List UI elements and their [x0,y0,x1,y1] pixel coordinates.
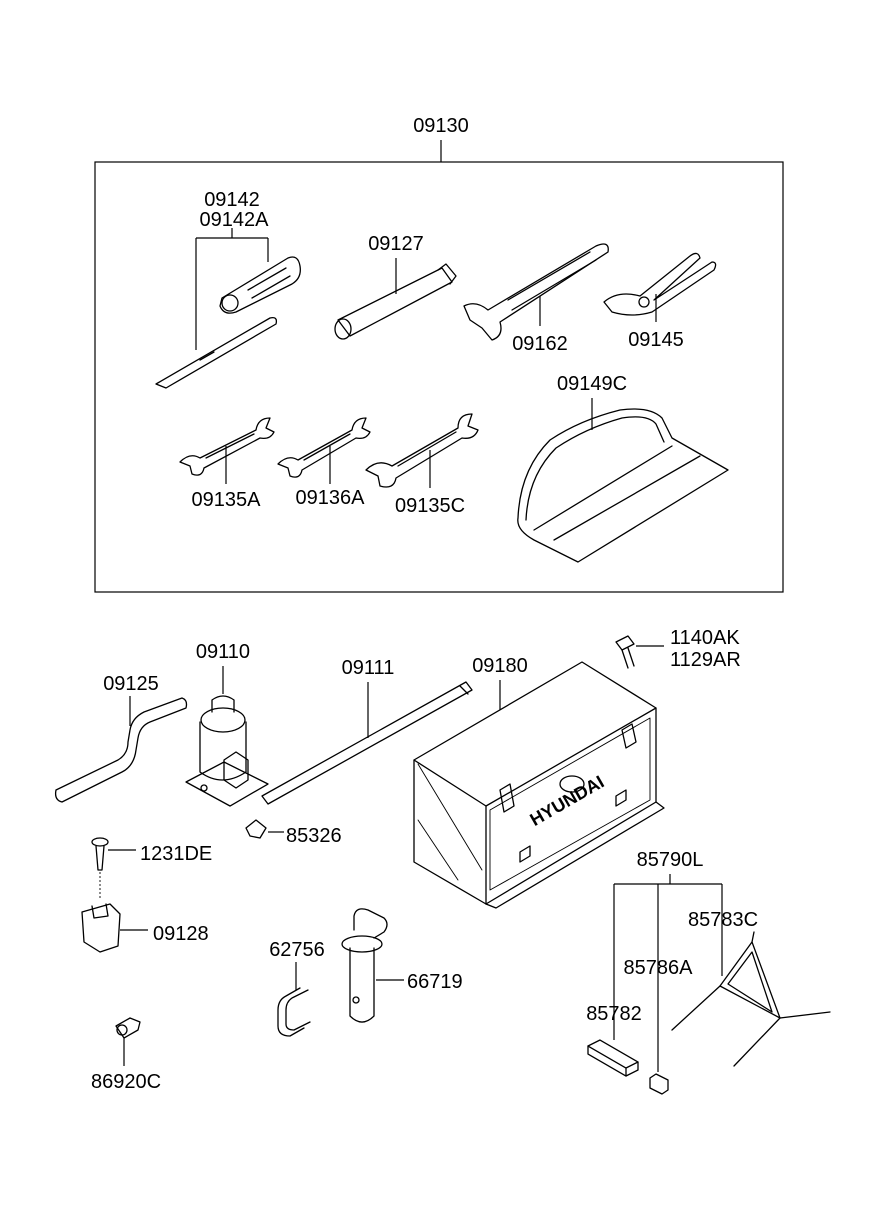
label-09180: 09180 [472,655,528,677]
label-09142: 09142 [204,189,260,211]
label-09111: 09111 [342,657,395,679]
bolt-1140AK-drawing [615,635,635,669]
bracket-09128-drawing [81,903,121,953]
label-1231DE: 1231DE [140,843,212,865]
label-1140AK: 1140AK [670,627,740,649]
clip-85326-drawing [245,819,267,839]
clip-86920C-drawing [115,1017,141,1039]
label-09136A: 09136A [296,487,366,509]
label-85790L: 85790L [637,849,704,871]
crank-handle-drawing [54,697,188,803]
leader-85790L [613,874,723,1072]
spanner-09135C-drawing [365,413,479,488]
lock-key-66719-drawing [341,908,388,1023]
brand-text: HYUNDAI [526,772,607,830]
label-09145: 09145 [628,329,684,351]
label-86920C: 86920C [91,1071,161,1093]
label-09142A: 09142A [200,209,270,231]
spanner-09135A-drawing [179,417,275,476]
tool-bag-drawing [517,408,729,563]
label-09125: 09125 [103,673,159,695]
label-09110: 09110 [196,641,250,663]
label-09149C: 09149C [557,373,627,395]
hook-62756-drawing [277,987,305,1037]
label-62756: 62756 [269,939,325,961]
pliers-drawing [603,252,717,316]
label-85326: 85326 [286,825,342,847]
warning-triangle-drawing [671,931,831,1067]
label-85786A: 85786A [624,957,694,979]
jack-handle-drawing [261,681,473,805]
hook-62756-inner [285,989,311,1031]
label-09135C: 09135C [395,495,465,517]
label-1129AR: 1129AR [670,649,741,671]
label-66719: 66719 [407,971,463,993]
label-85783C: 85783C [688,909,758,931]
tool-box-drawing [413,661,665,909]
screw-1231DE-drawing [91,837,109,871]
part-labels: 09130 09142 09142A 09127 09162 09145 091… [91,115,758,1093]
label-09130: 09130 [413,115,469,137]
case-85782-drawing [587,1039,639,1077]
extension-bar-drawing [334,263,457,340]
label-09135A: 09135A [192,489,262,511]
screwdriver-bit-drawing [155,316,278,389]
spanner-09136A-drawing [277,417,371,478]
label-09128: 09128 [153,923,209,945]
bottle-jack-drawing [185,695,269,807]
screwdriver-handle-drawing [219,256,301,314]
label-85782: 85782 [586,1003,642,1025]
tool-kit-frame [94,161,784,593]
label-09162: 09162 [512,333,568,355]
brand-logo-icon [559,775,585,793]
block-85786A-drawing [649,1073,669,1095]
leader-09142 [195,228,269,350]
label-09127: 09127 [368,233,424,255]
adjustable-wrench-drawing [463,243,609,341]
